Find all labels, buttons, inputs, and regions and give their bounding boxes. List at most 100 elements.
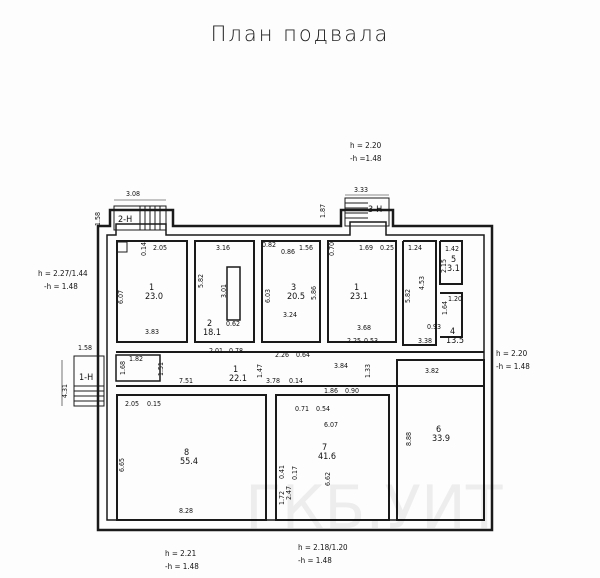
dimension-label: 0.62 bbox=[226, 320, 240, 328]
dimension-label: 0.90 bbox=[345, 387, 359, 395]
dimension-label: 0.25 bbox=[380, 244, 394, 252]
dimension-label: 2.47 bbox=[285, 486, 293, 500]
height-note-minus: -h = 1.48 bbox=[44, 282, 78, 291]
dimension-label: 3.24 bbox=[283, 311, 297, 319]
room-number: 2 bbox=[207, 319, 212, 329]
dimension-label: 1.47 bbox=[256, 364, 264, 378]
room-4b-wall bbox=[440, 292, 463, 338]
dimension-label: 4.31 bbox=[61, 384, 69, 398]
stair-label: 3-Н bbox=[368, 205, 382, 215]
dimension-label: 0.17 bbox=[291, 466, 299, 480]
dimension-label: 0.86 bbox=[281, 248, 295, 256]
dimension-label: 1.86 bbox=[324, 387, 338, 395]
dimension-label: 0.78 bbox=[229, 347, 243, 355]
dimension-label: 0.41 bbox=[278, 465, 286, 479]
dimension-label: 1.68 bbox=[119, 361, 127, 375]
dimension-label: 3.33 bbox=[354, 186, 368, 194]
room-area: 33.9 bbox=[432, 434, 450, 444]
dimension-label: 0.53 bbox=[364, 337, 378, 345]
height-note-minus: -h =1.48 bbox=[350, 154, 382, 163]
dimension-label: 2.05 bbox=[153, 244, 167, 252]
dimension-label: 1.56 bbox=[299, 244, 313, 252]
dimension-label: 0.54 bbox=[316, 405, 330, 413]
room-8 bbox=[116, 394, 267, 521]
dimension-label: 0.82 bbox=[262, 241, 276, 249]
room-area: 3.1 bbox=[447, 264, 460, 274]
room-number: 1 bbox=[354, 283, 359, 293]
dimension-label: 6.03 bbox=[264, 289, 272, 303]
dimension-label: 6.65 bbox=[118, 458, 126, 472]
dimension-label: 1.51 bbox=[157, 362, 165, 376]
dimension-label: 2.01 bbox=[209, 347, 223, 355]
dimension-label: 0.64 bbox=[296, 351, 310, 359]
dimension-label: 6.07 bbox=[117, 290, 125, 304]
dimension-label: 1.69 bbox=[359, 244, 373, 252]
height-note: h = 2.27/1.44 bbox=[38, 269, 88, 278]
dimension-label: 5.82 bbox=[197, 274, 205, 288]
room-number: 1 bbox=[233, 365, 238, 375]
dimension-label: 3.83 bbox=[145, 328, 159, 336]
dimension-label: 7.51 bbox=[179, 377, 193, 385]
room-3 bbox=[261, 240, 321, 343]
dimension-label: 0.93 bbox=[427, 323, 441, 331]
room-number: 1 bbox=[149, 283, 154, 293]
room-1-small bbox=[115, 354, 161, 382]
plan-title: План подвала bbox=[210, 22, 390, 46]
room-7 bbox=[275, 394, 390, 521]
watermark: ГКБ.УИТ bbox=[245, 473, 503, 543]
height-note: h = 2.20 bbox=[350, 141, 382, 150]
room-area: 23.1 bbox=[350, 292, 368, 302]
dimension-label: 1.87 bbox=[319, 204, 327, 218]
room-2 bbox=[194, 240, 255, 343]
room-number: 5 bbox=[451, 255, 456, 265]
height-note: h = 2.20 bbox=[496, 349, 528, 358]
stair-1n bbox=[73, 355, 105, 407]
room-area: 23.0 bbox=[145, 292, 163, 302]
dimension-label: 1.58 bbox=[94, 212, 102, 226]
room-5-wall bbox=[439, 240, 463, 285]
height-note: h = 2.21 bbox=[165, 549, 196, 558]
height-note-minus: -h = 1.48 bbox=[165, 562, 199, 571]
dimension-label: 2.26 bbox=[275, 351, 289, 359]
dimension-label: 1.24 bbox=[408, 244, 422, 252]
dimension-label: 2.15 bbox=[440, 259, 448, 273]
stair-label: 2-Н bbox=[118, 215, 132, 225]
dimension-label: 2.05 bbox=[125, 400, 139, 408]
dimension-label: 0.15 bbox=[147, 400, 161, 408]
dimension-label: 3.68 bbox=[357, 324, 371, 332]
room-1-right bbox=[327, 240, 397, 343]
room-number: 6 bbox=[436, 425, 441, 435]
dimension-label: 0.71 bbox=[295, 405, 309, 413]
outer-wall bbox=[96, 208, 494, 532]
room-number: 8 bbox=[184, 448, 189, 458]
room-number: 3 bbox=[291, 283, 296, 293]
room-area: 22.1 bbox=[229, 374, 247, 384]
dimension-label: 3.38 bbox=[418, 337, 432, 345]
dimension-label: 0.14 bbox=[140, 242, 148, 256]
stair-3n bbox=[344, 197, 390, 227]
dimension-label: 2.25 bbox=[347, 337, 361, 345]
dimension-label: 6.07 bbox=[324, 421, 338, 429]
height-note: h = 2.18/1.20 bbox=[298, 543, 348, 552]
dimension-label: 3.08 bbox=[126, 190, 140, 198]
stair-label: 1-Н bbox=[79, 373, 93, 383]
dimension-label: 3.82 bbox=[425, 367, 439, 375]
room-area: 41.6 bbox=[318, 452, 336, 462]
height-note-minus: -h = 1.48 bbox=[496, 362, 530, 371]
dimension-label: 1.42 bbox=[445, 245, 459, 253]
room-number: 4 bbox=[450, 327, 455, 337]
stair-2n bbox=[113, 205, 167, 231]
room-area: 55.4 bbox=[180, 457, 198, 467]
dimension-label: 3.16 bbox=[216, 244, 230, 252]
dimension-label: 5.86 bbox=[310, 286, 318, 300]
dimension-label: 8.88 bbox=[405, 432, 413, 446]
dimension-label: 1.64 bbox=[441, 301, 449, 315]
dimension-label: 5.82 bbox=[404, 289, 412, 303]
dimension-label: 3.84 bbox=[334, 362, 348, 370]
dimension-label: 1.72 bbox=[278, 491, 286, 505]
dimension-label: 0.70 bbox=[328, 242, 336, 256]
height-note-minus: -h = 1.48 bbox=[298, 556, 332, 565]
room-6 bbox=[396, 359, 485, 521]
dimension-label: 0.14 bbox=[289, 377, 303, 385]
